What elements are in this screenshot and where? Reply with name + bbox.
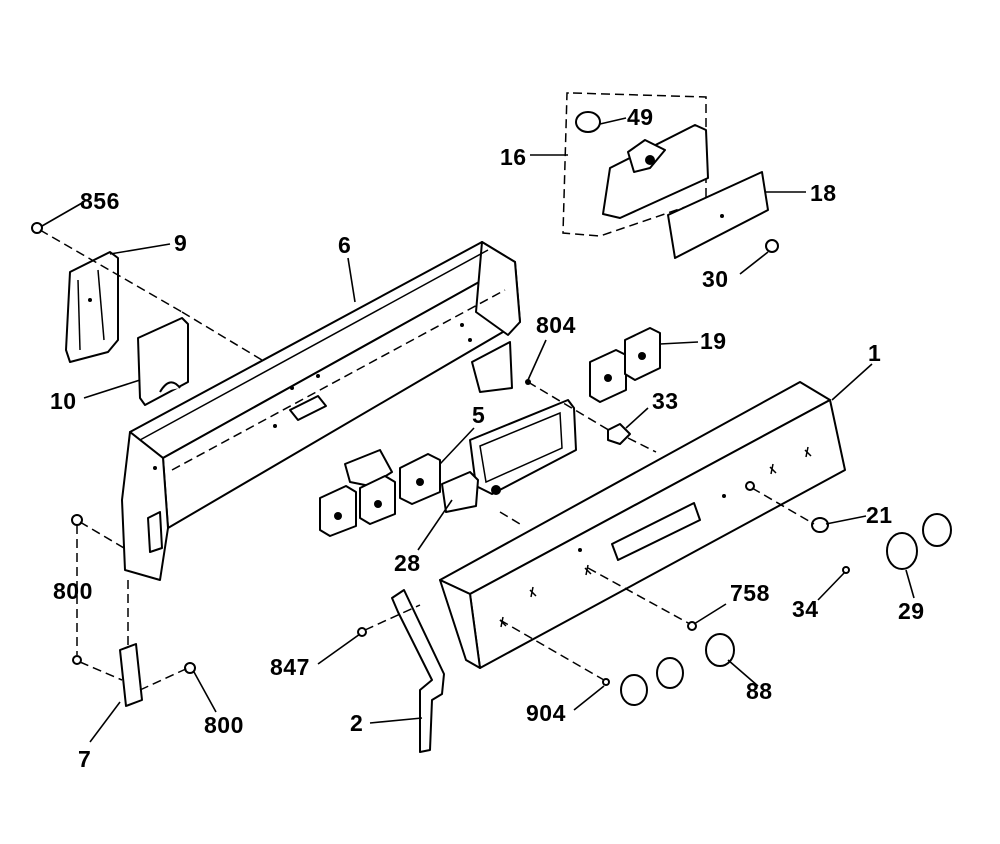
callout-16: 16: [500, 144, 527, 170]
part-7-bracket: [119, 643, 143, 707]
part-5-switch-cluster: [319, 449, 441, 537]
part-33-light: [607, 423, 631, 445]
callout-800-right: 800: [204, 712, 244, 738]
callout-49: 49: [627, 104, 654, 130]
callout-34: 34: [792, 596, 819, 622]
callout-33: 33: [652, 388, 679, 414]
callout-2: 2: [350, 710, 364, 736]
callout-28: 28: [394, 550, 421, 576]
callout-904: 904: [526, 700, 566, 726]
part-1-control-panel: [439, 381, 846, 669]
part-21-knob: [811, 517, 829, 533]
part-19-switches: [589, 327, 661, 403]
part-10-bracket: [137, 317, 189, 406]
part-29-knobs: [886, 513, 952, 570]
callout-856: 856: [80, 188, 120, 214]
callout-21: 21: [866, 502, 893, 528]
callout-7: 7: [78, 746, 92, 772]
part-16-control-module: [562, 92, 709, 237]
callout-10: 10: [50, 388, 77, 414]
callout-19: 19: [700, 328, 727, 354]
part-18-glass: [667, 171, 769, 259]
callout-758: 758: [730, 580, 770, 606]
part-28-display-frame: [441, 399, 577, 513]
callout-30: 30: [702, 266, 729, 292]
callout-804: 804: [536, 312, 576, 338]
callout-29: 29: [898, 598, 925, 624]
part-30-screw: [765, 239, 779, 253]
callout-847: 847: [270, 654, 310, 680]
part-49-knob: [575, 111, 601, 133]
part-6-backguard: [121, 241, 521, 581]
assembly-lines: [39, 229, 815, 691]
callout-800-left: 800: [53, 578, 93, 604]
part-88-knobs: [620, 633, 735, 706]
part-9-bracket: [65, 251, 119, 363]
callout-9: 9: [174, 230, 188, 256]
callout-6: 6: [338, 232, 352, 258]
part-2-bracket: [391, 589, 445, 753]
callout-18: 18: [810, 180, 837, 206]
leader-lines: [41, 117, 915, 743]
callout-1: 1: [868, 340, 882, 366]
callout-5: 5: [472, 402, 486, 428]
callout-88: 88: [746, 678, 773, 704]
